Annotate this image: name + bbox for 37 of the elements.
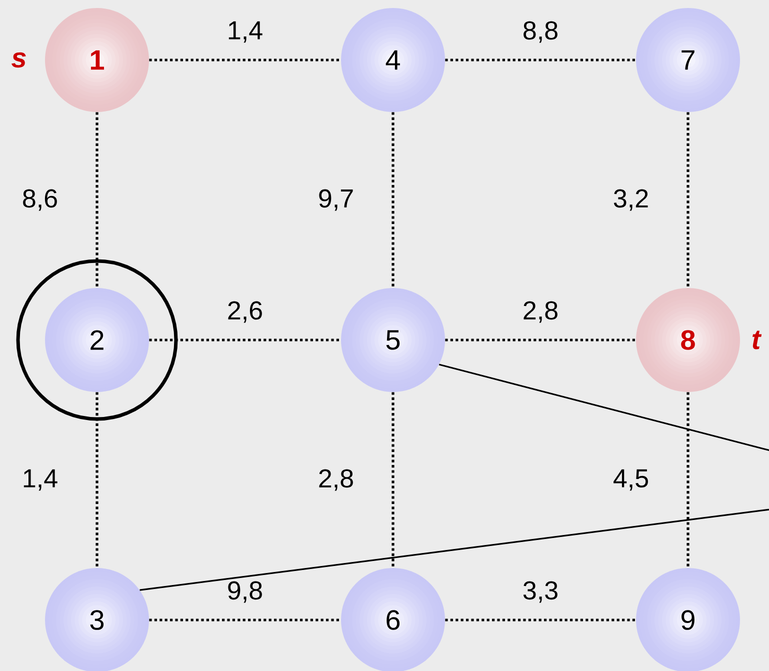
graph-node: 2: [45, 288, 149, 392]
edge-label: 4,5: [612, 468, 650, 492]
edge-line: [686, 392, 690, 568]
edge-label: 8,8: [521, 20, 560, 44]
edge-line: [140, 364, 769, 591]
edge-label: 1,4: [20, 468, 60, 492]
graph-node: 7: [636, 8, 740, 112]
graph-node: 1: [45, 8, 149, 112]
graph-node: 5: [341, 288, 445, 392]
edge-label: 8,6: [20, 188, 60, 212]
edge-line: [149, 338, 341, 342]
node-label: t: [752, 330, 762, 350]
edge-label: 1,4: [226, 20, 264, 44]
graph-node: 4: [341, 8, 445, 112]
edge-line: [96, 112, 98, 288]
edge-label: 3,2: [612, 188, 650, 212]
edge-line: [686, 112, 690, 288]
edge-line: [149, 58, 341, 62]
node-label: s: [12, 52, 26, 68]
edge-line: [445, 338, 636, 342]
edge-label: 9,8: [226, 580, 264, 604]
edge-line: [96, 392, 98, 568]
edge-line: [149, 618, 341, 622]
edge-line: [445, 58, 636, 62]
edge-line: [392, 112, 394, 288]
edge-label: 9,7: [316, 188, 356, 212]
edge-line: [445, 618, 636, 622]
edge-label: 2,8: [316, 468, 356, 492]
edge-line: [392, 392, 394, 568]
edge-label: 2,8: [521, 300, 560, 324]
highlight-ring: [16, 259, 178, 421]
edge-label: 3,3: [521, 580, 560, 604]
edge-label: 2,6: [226, 300, 264, 324]
graph-node: 6: [341, 568, 445, 671]
graph-node: 8: [636, 288, 740, 392]
graph-node: 3: [45, 568, 149, 671]
graph-node: 9: [636, 568, 740, 671]
